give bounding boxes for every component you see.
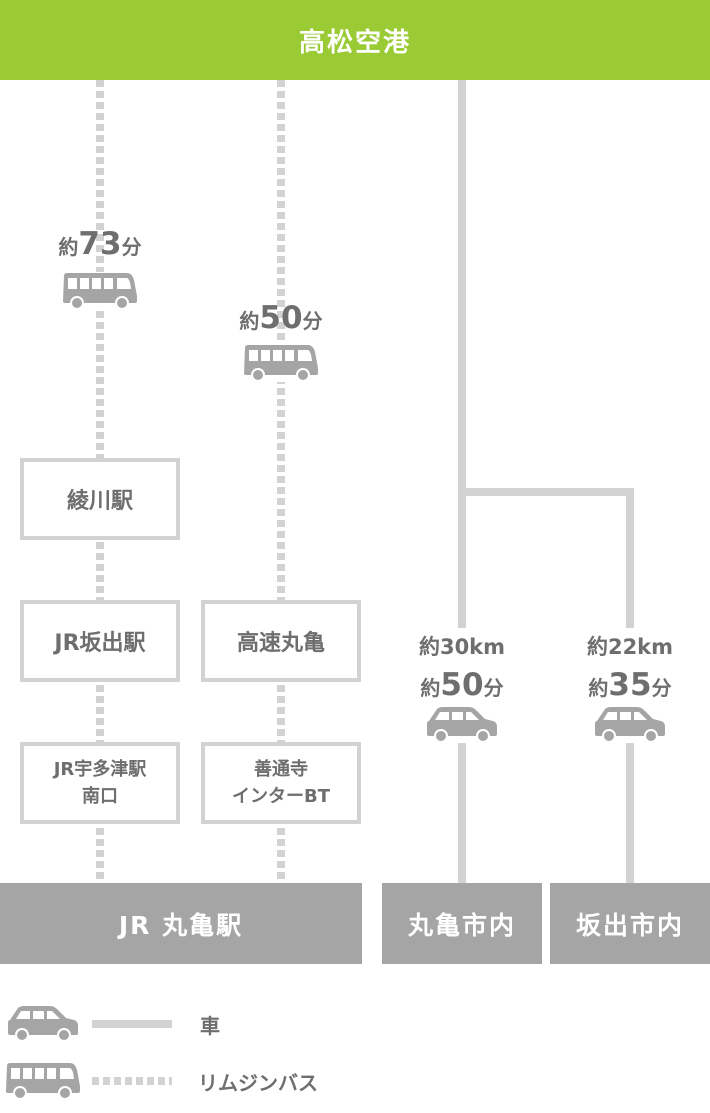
destination-sakaide-city: 坂出市内 — [550, 883, 710, 964]
bus-a-time: 約73分 — [58, 226, 142, 262]
destination-jr-marugame: JR 丸亀駅 — [0, 883, 362, 964]
bus-b-time: 約50分 — [239, 300, 323, 336]
car-a-time: 約30km 約50分 — [382, 628, 542, 709]
destination-marugame-city: 丸亀市内 — [382, 883, 542, 964]
car-b-time: 約22km 約35分 — [550, 628, 710, 709]
station-zentsuji-inter-bt: 善通寺 インターBT — [201, 742, 361, 824]
airport-title: 高松空港 — [298, 27, 411, 58]
car-route-line-marugame — [458, 80, 466, 885]
legend-bus-icon — [4, 1062, 82, 1100]
station-ayagawa: 綾川駅 — [20, 458, 180, 540]
car-route-branch — [458, 488, 634, 496]
bus-icon — [242, 344, 320, 382]
bus-icon — [61, 272, 139, 310]
car-icon — [593, 705, 667, 743]
legend-car-line — [92, 1020, 172, 1028]
bus-route-line-middle — [277, 80, 285, 885]
car-icon — [425, 705, 499, 743]
legend-car-icon — [6, 1004, 80, 1042]
legend-car-label: 車 — [200, 1014, 220, 1038]
legend-bus-line — [92, 1077, 172, 1085]
station-jr-utazu-south: JR宇多津駅 南口 — [20, 742, 180, 824]
car-a-distance: 約30km — [418, 635, 506, 659]
legend-bus-label: リムジンバス — [198, 1071, 318, 1095]
airport-header: 高松空港 — [0, 0, 710, 80]
car-b-distance: 約22km — [586, 635, 674, 659]
station-jr-sakaide: JR坂出駅 — [20, 600, 180, 682]
station-kosoku-marugame: 高速丸亀 — [201, 600, 361, 682]
